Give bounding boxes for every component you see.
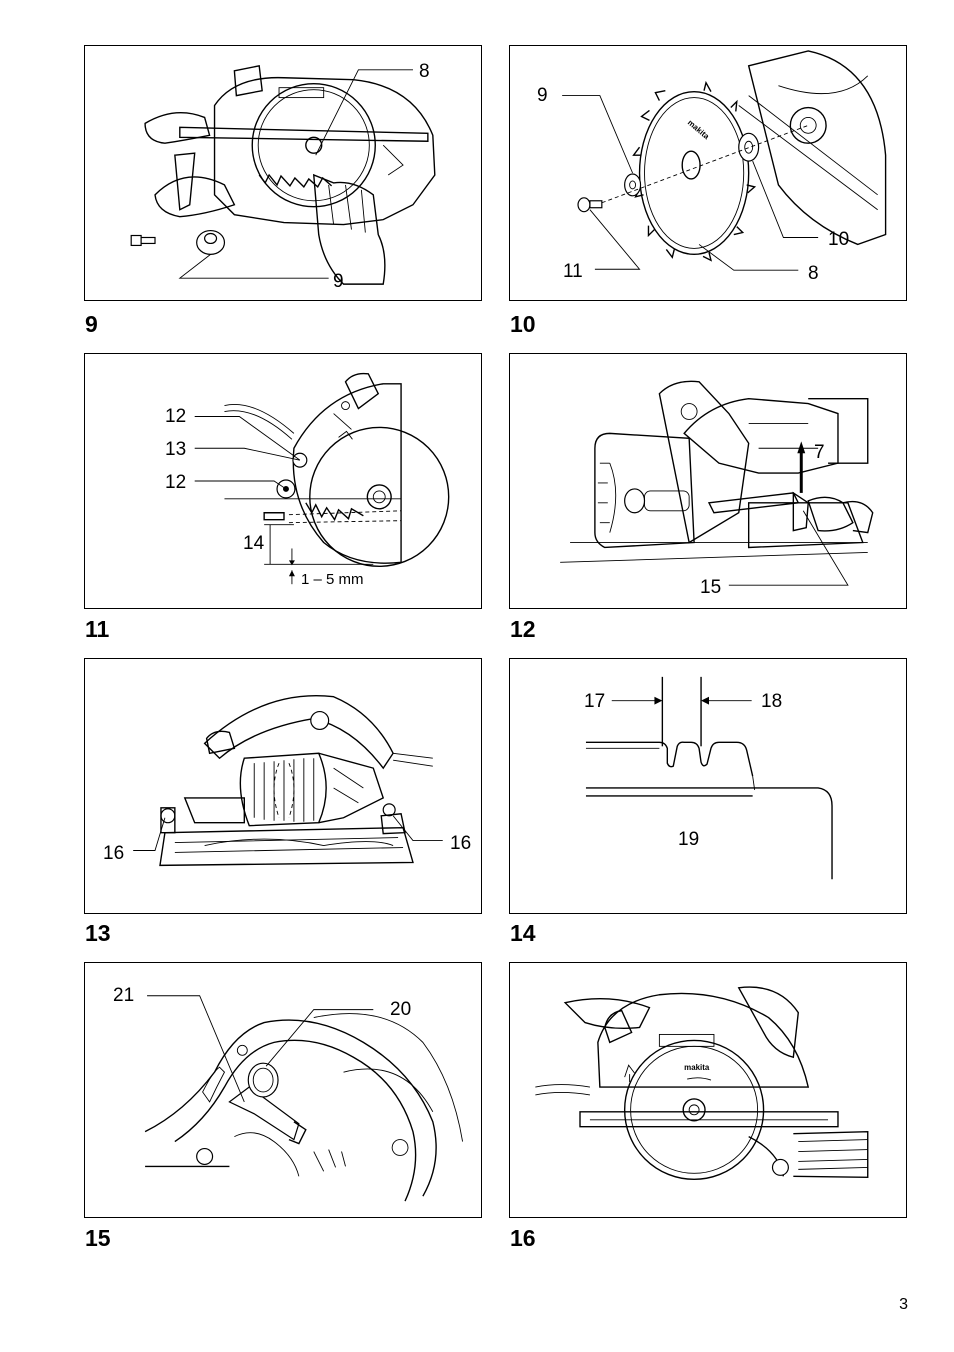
switch-trigger-icon (228, 1086, 307, 1145)
figure-12-illustration: 7 15 (509, 353, 907, 609)
brand-mark: makita (684, 1063, 710, 1072)
cutting-operation-drawing: makita (535, 986, 869, 1180)
callout-8: 8 (808, 263, 819, 284)
bolt-icon (130, 234, 156, 247)
switch-lock-drawing (144, 995, 464, 1202)
cutting-line-diagram (585, 676, 833, 880)
page-number: 3 (899, 1296, 908, 1313)
callout-14: 14 (243, 533, 265, 554)
outer-flange-icon (624, 173, 642, 197)
callout-16: 16 (450, 833, 472, 854)
figure-number: 13 (85, 920, 111, 946)
figure-16-illustration: makita (509, 962, 907, 1218)
outer-flange-icon (196, 229, 226, 255)
figure-15-illustration: 21 20 (84, 962, 482, 1218)
brand-mark: makita (686, 118, 711, 141)
figure-number: 11 (85, 616, 110, 642)
figure-number: 16 (510, 1225, 536, 1251)
figure-number: 15 (85, 1225, 111, 1251)
figure-number: 9 (85, 311, 98, 337)
figure-9-illustration: 8 9 (84, 45, 482, 301)
bolt-icon (577, 197, 603, 213)
callout-13: 13 (165, 439, 187, 460)
callout-18: 18 (761, 691, 783, 712)
callout-7: 7 (814, 442, 825, 463)
callout-10: 10 (828, 229, 850, 250)
callout-21: 21 (113, 985, 135, 1006)
callout-9: 9 (333, 271, 344, 292)
lock-off-button-icon (247, 1062, 279, 1098)
figure-number: 14 (510, 920, 536, 946)
callout-16: 16 (103, 843, 125, 864)
figure-10-illustration: makita 9 10 11 8 (509, 45, 907, 301)
saw-blade-icon: makita (632, 80, 757, 262)
figure-number: 12 (510, 616, 536, 642)
callout-17: 17 (584, 691, 606, 712)
callout-9: 9 (537, 85, 548, 106)
depth-adjustment-drawing (194, 372, 450, 585)
lever-operation-drawing (560, 380, 874, 586)
callout-1-5mm: 1 – 5 mm (301, 571, 364, 588)
callout-11: 11 (563, 261, 583, 282)
figure-14-illustration: 17 18 19 (509, 658, 907, 914)
blade-removal-drawing (130, 65, 436, 285)
callout-8: 8 (419, 61, 430, 82)
callout-20: 20 (390, 999, 412, 1020)
callout-19: 19 (678, 829, 700, 850)
inner-flange-icon (738, 132, 760, 162)
figure-13-illustration: 16 16 (84, 658, 482, 914)
callout-12: 12 (165, 406, 187, 427)
callout-15: 15 (700, 577, 722, 598)
figure-number: 10 (510, 311, 536, 337)
callout-12: 12 (165, 472, 187, 493)
bevel-adjustment-drawing (133, 695, 443, 867)
figure-11-illustration: 12 13 12 14 1 – 5 mm (84, 353, 482, 609)
blade-exploded-drawing: makita (562, 50, 887, 271)
